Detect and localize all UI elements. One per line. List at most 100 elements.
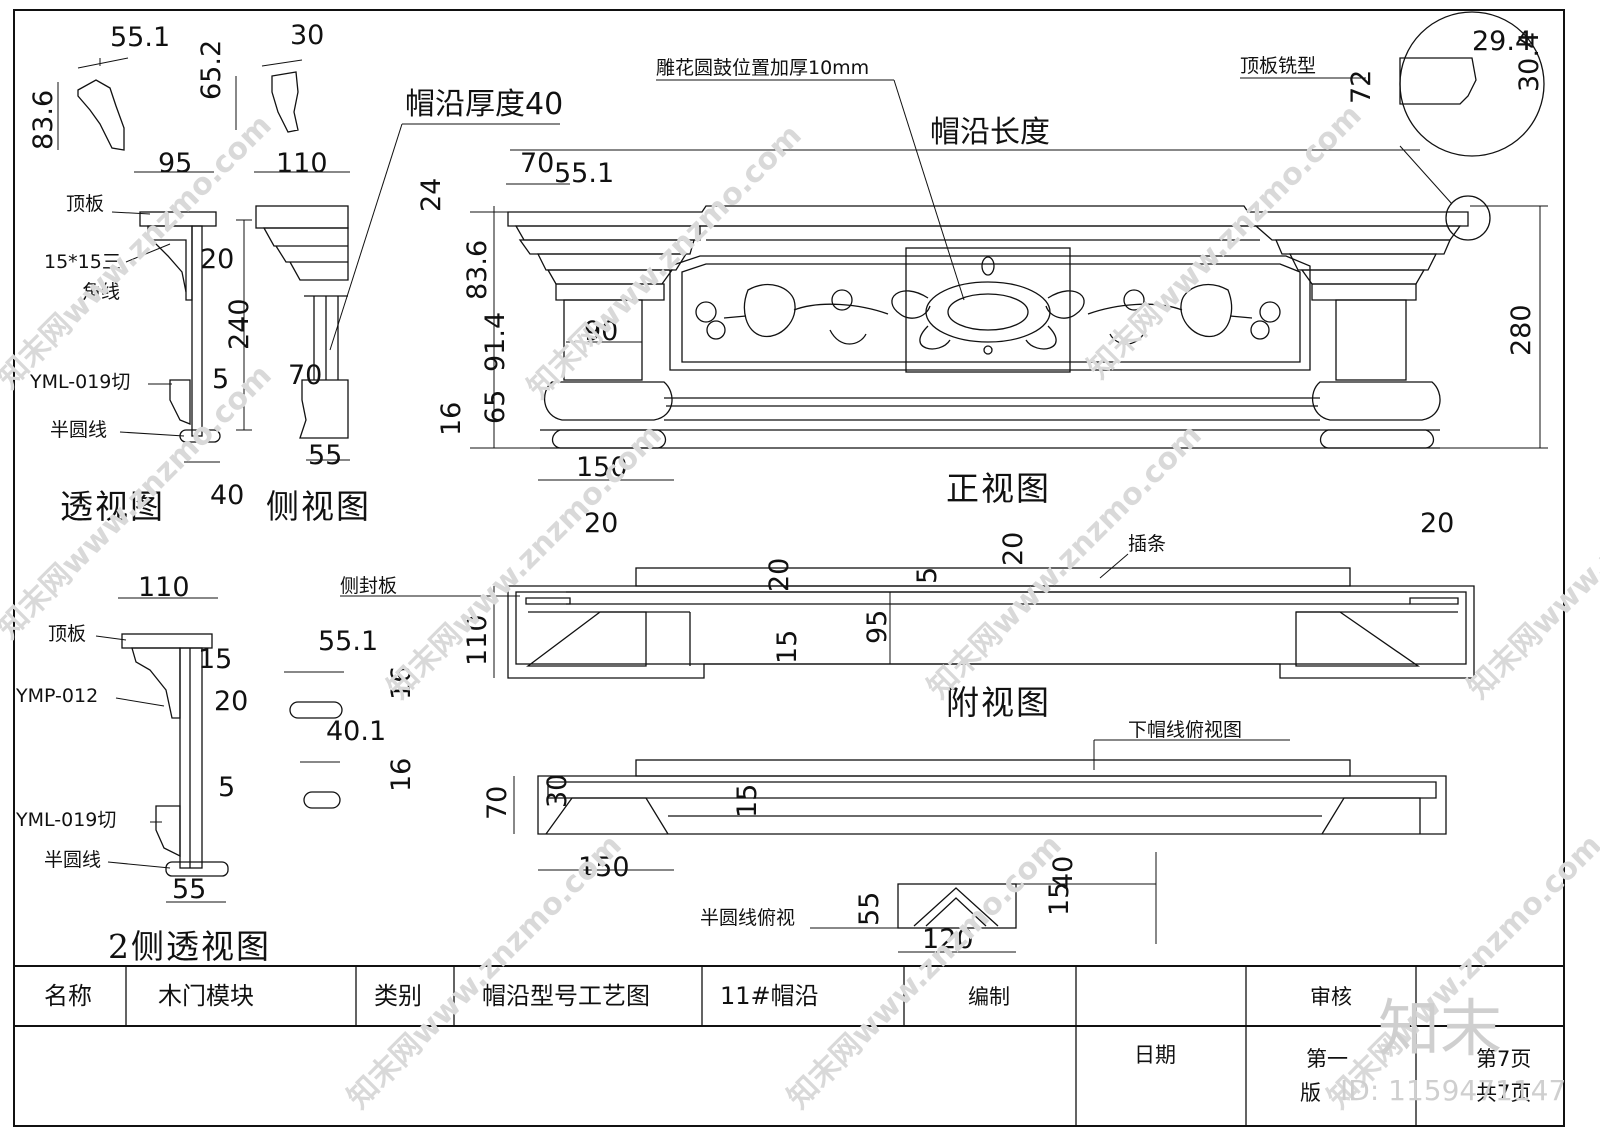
dim-29-4: 29.4: [1472, 26, 1532, 57]
dim-95: 95: [158, 148, 192, 179]
dim-70-lower: 70: [482, 786, 513, 820]
dim-30-top: 30: [290, 20, 324, 51]
lower-cap-top-view: 下帽线俯视图 70 30 15 150: [482, 719, 1447, 883]
side2-title: 2侧透视图: [108, 927, 271, 966]
label-side-seal: 侧封板: [340, 575, 397, 597]
dim-240: 240: [224, 298, 255, 350]
dim-20-side2: 20: [214, 686, 248, 717]
dim-95-attached: 95: [862, 610, 893, 644]
note-carving: 雕花圆鼓位置加厚10mm: [656, 57, 869, 79]
watermark-text: 知末网www.znzmo.com: [1321, 828, 1600, 1116]
dim-20-d: 20: [1420, 508, 1454, 539]
title-edition-2: 版: [1300, 1081, 1321, 1105]
watermark-text: 知末网www.znzmo.com: [341, 828, 629, 1116]
half-round-top-view: 半圆线俯视 55 40 15 120: [700, 852, 1157, 955]
title-block: 名称 木门模块 类别 帽沿型号工艺图 11#帽沿 编制 审核 日期 第一 版 第…: [13, 965, 1565, 1127]
title-category-value: 帽沿型号工艺图: [482, 982, 650, 1010]
carving-ornament: [695, 256, 1281, 355]
label-ymp: YMP-012: [15, 685, 98, 707]
attached-title: 附视图: [946, 683, 1051, 722]
dim-280: 280: [1506, 304, 1537, 356]
dim-72: 72: [1346, 70, 1377, 104]
dim-40-half: 40: [1048, 856, 1079, 890]
side-title: 侧视图: [266, 487, 371, 526]
dim-83-6-left: 83.6: [28, 90, 59, 150]
label-triangle-line: 15*15三: [44, 251, 121, 273]
title-edition-1: 第一: [1306, 1047, 1348, 1071]
dim-110-side: 110: [276, 148, 328, 179]
watermark-text: 知末网www.znzmo.com: [781, 828, 1069, 1116]
dim-55-side: 55: [308, 440, 342, 471]
label-half-round: 半圆线: [50, 419, 107, 441]
dim-30-4: 30.4: [1514, 32, 1545, 92]
watermark-text: 知末网www.znzmo.com: [1081, 98, 1369, 386]
front-view: 雕花圆鼓位置加厚10mm 帽沿长度: [416, 11, 1548, 508]
dim-55-1-small: 55.1: [318, 626, 378, 657]
dim-150-front: 150: [576, 452, 628, 483]
note-cap-thickness: 帽沿厚度40: [405, 87, 563, 122]
perspective-title: 透视图: [60, 487, 165, 526]
label-yml: YML-019切: [29, 371, 130, 393]
title-review-label: 审核: [1310, 985, 1352, 1009]
watermark-text: 知末网www.znzmo.com: [0, 108, 279, 396]
label-yml-2: YML-019切: [15, 809, 116, 831]
dim-15-lower: 15: [732, 784, 763, 818]
title-name-value: 木门模块: [158, 982, 254, 1010]
dim-15-side2: 15: [198, 644, 232, 675]
dim-15-half: 15: [1044, 882, 1075, 916]
watermark-text: 知末网www.znzmo.com: [1461, 418, 1600, 706]
dim-70-front: 70: [520, 148, 554, 179]
dim-20-b: 20: [764, 558, 795, 592]
label-half-round-top: 半圆线俯视: [700, 907, 795, 929]
note-top-milling: 顶板铣型: [1240, 55, 1316, 77]
dim-65: 65: [480, 390, 511, 424]
title-model: 11#帽沿: [720, 982, 819, 1010]
side2-perspective-view: 110 顶板 YMP-012 YML-019切 半圆线 15 20 5 55 2…: [15, 572, 417, 966]
dim-20-a: 20: [584, 508, 618, 539]
attached-view: 侧封板 插条 20 20 20 20 5 110 95 15 附视图: [340, 508, 1475, 722]
dim-20: 20: [200, 244, 234, 275]
dim-70-side: 70: [288, 360, 322, 391]
title-name-label: 名称: [44, 982, 92, 1010]
dim-91-4: 91.4: [480, 312, 511, 372]
label-triangle-line-2: 角线: [82, 281, 120, 303]
dim-40: 40: [210, 480, 244, 511]
perspective-view: 55.1 83.6 30 65.2 95 240 20 5 40 顶板 15*1…: [28, 20, 324, 526]
dim-55-half: 55: [854, 892, 885, 926]
title-date-label: 日期: [1134, 1043, 1176, 1067]
label-lower-cap-top: 下帽线俯视图: [1128, 719, 1242, 741]
title-page-2: 共7页: [1476, 1081, 1531, 1105]
side-view: 110 70 55 侧视图: [254, 148, 371, 526]
title-drafted-label: 编制: [968, 985, 1010, 1009]
label-top-board-2: 顶板: [48, 623, 86, 645]
watermark-text: 知末网www.znzmo.com: [921, 418, 1209, 706]
dim-110-side2: 110: [138, 572, 190, 603]
label-half-round-2: 半圆线: [44, 849, 101, 871]
dim-16-small-a: 16: [386, 666, 417, 700]
front-title: 正视图: [946, 469, 1051, 508]
note-cap-length: 帽沿长度: [930, 115, 1050, 150]
title-page-1: 第7页: [1476, 1047, 1531, 1071]
dim-55-1-top: 55.1: [110, 22, 170, 53]
watermark-logo: 知末: [1378, 992, 1502, 1065]
dim-40-1-small: 40.1: [326, 716, 386, 747]
dim-5-side2: 5: [218, 772, 235, 803]
label-top-board: 顶板: [66, 193, 104, 215]
dim-83-6-front: 83.6: [462, 240, 493, 300]
title-category-label: 类别: [374, 982, 422, 1010]
dim-110-attached: 110: [462, 614, 493, 666]
dim-30-lower: 30: [542, 774, 573, 808]
dim-24: 24: [416, 178, 447, 212]
dim-16-front: 16: [436, 402, 467, 436]
dim-20-c: 20: [998, 532, 1029, 566]
watermark-id: ID: 1159471147: [1340, 1074, 1566, 1107]
dim-15-attached: 15: [772, 630, 803, 664]
dim-150-lower: 150: [578, 852, 630, 883]
label-insert: 插条: [1128, 533, 1166, 555]
dim-16-small-b: 16: [386, 758, 417, 792]
dim-65-2: 65.2: [196, 40, 227, 100]
dim-120-half: 120: [922, 924, 974, 955]
dim-55-side2: 55: [172, 874, 206, 905]
dim-5: 5: [212, 364, 229, 395]
